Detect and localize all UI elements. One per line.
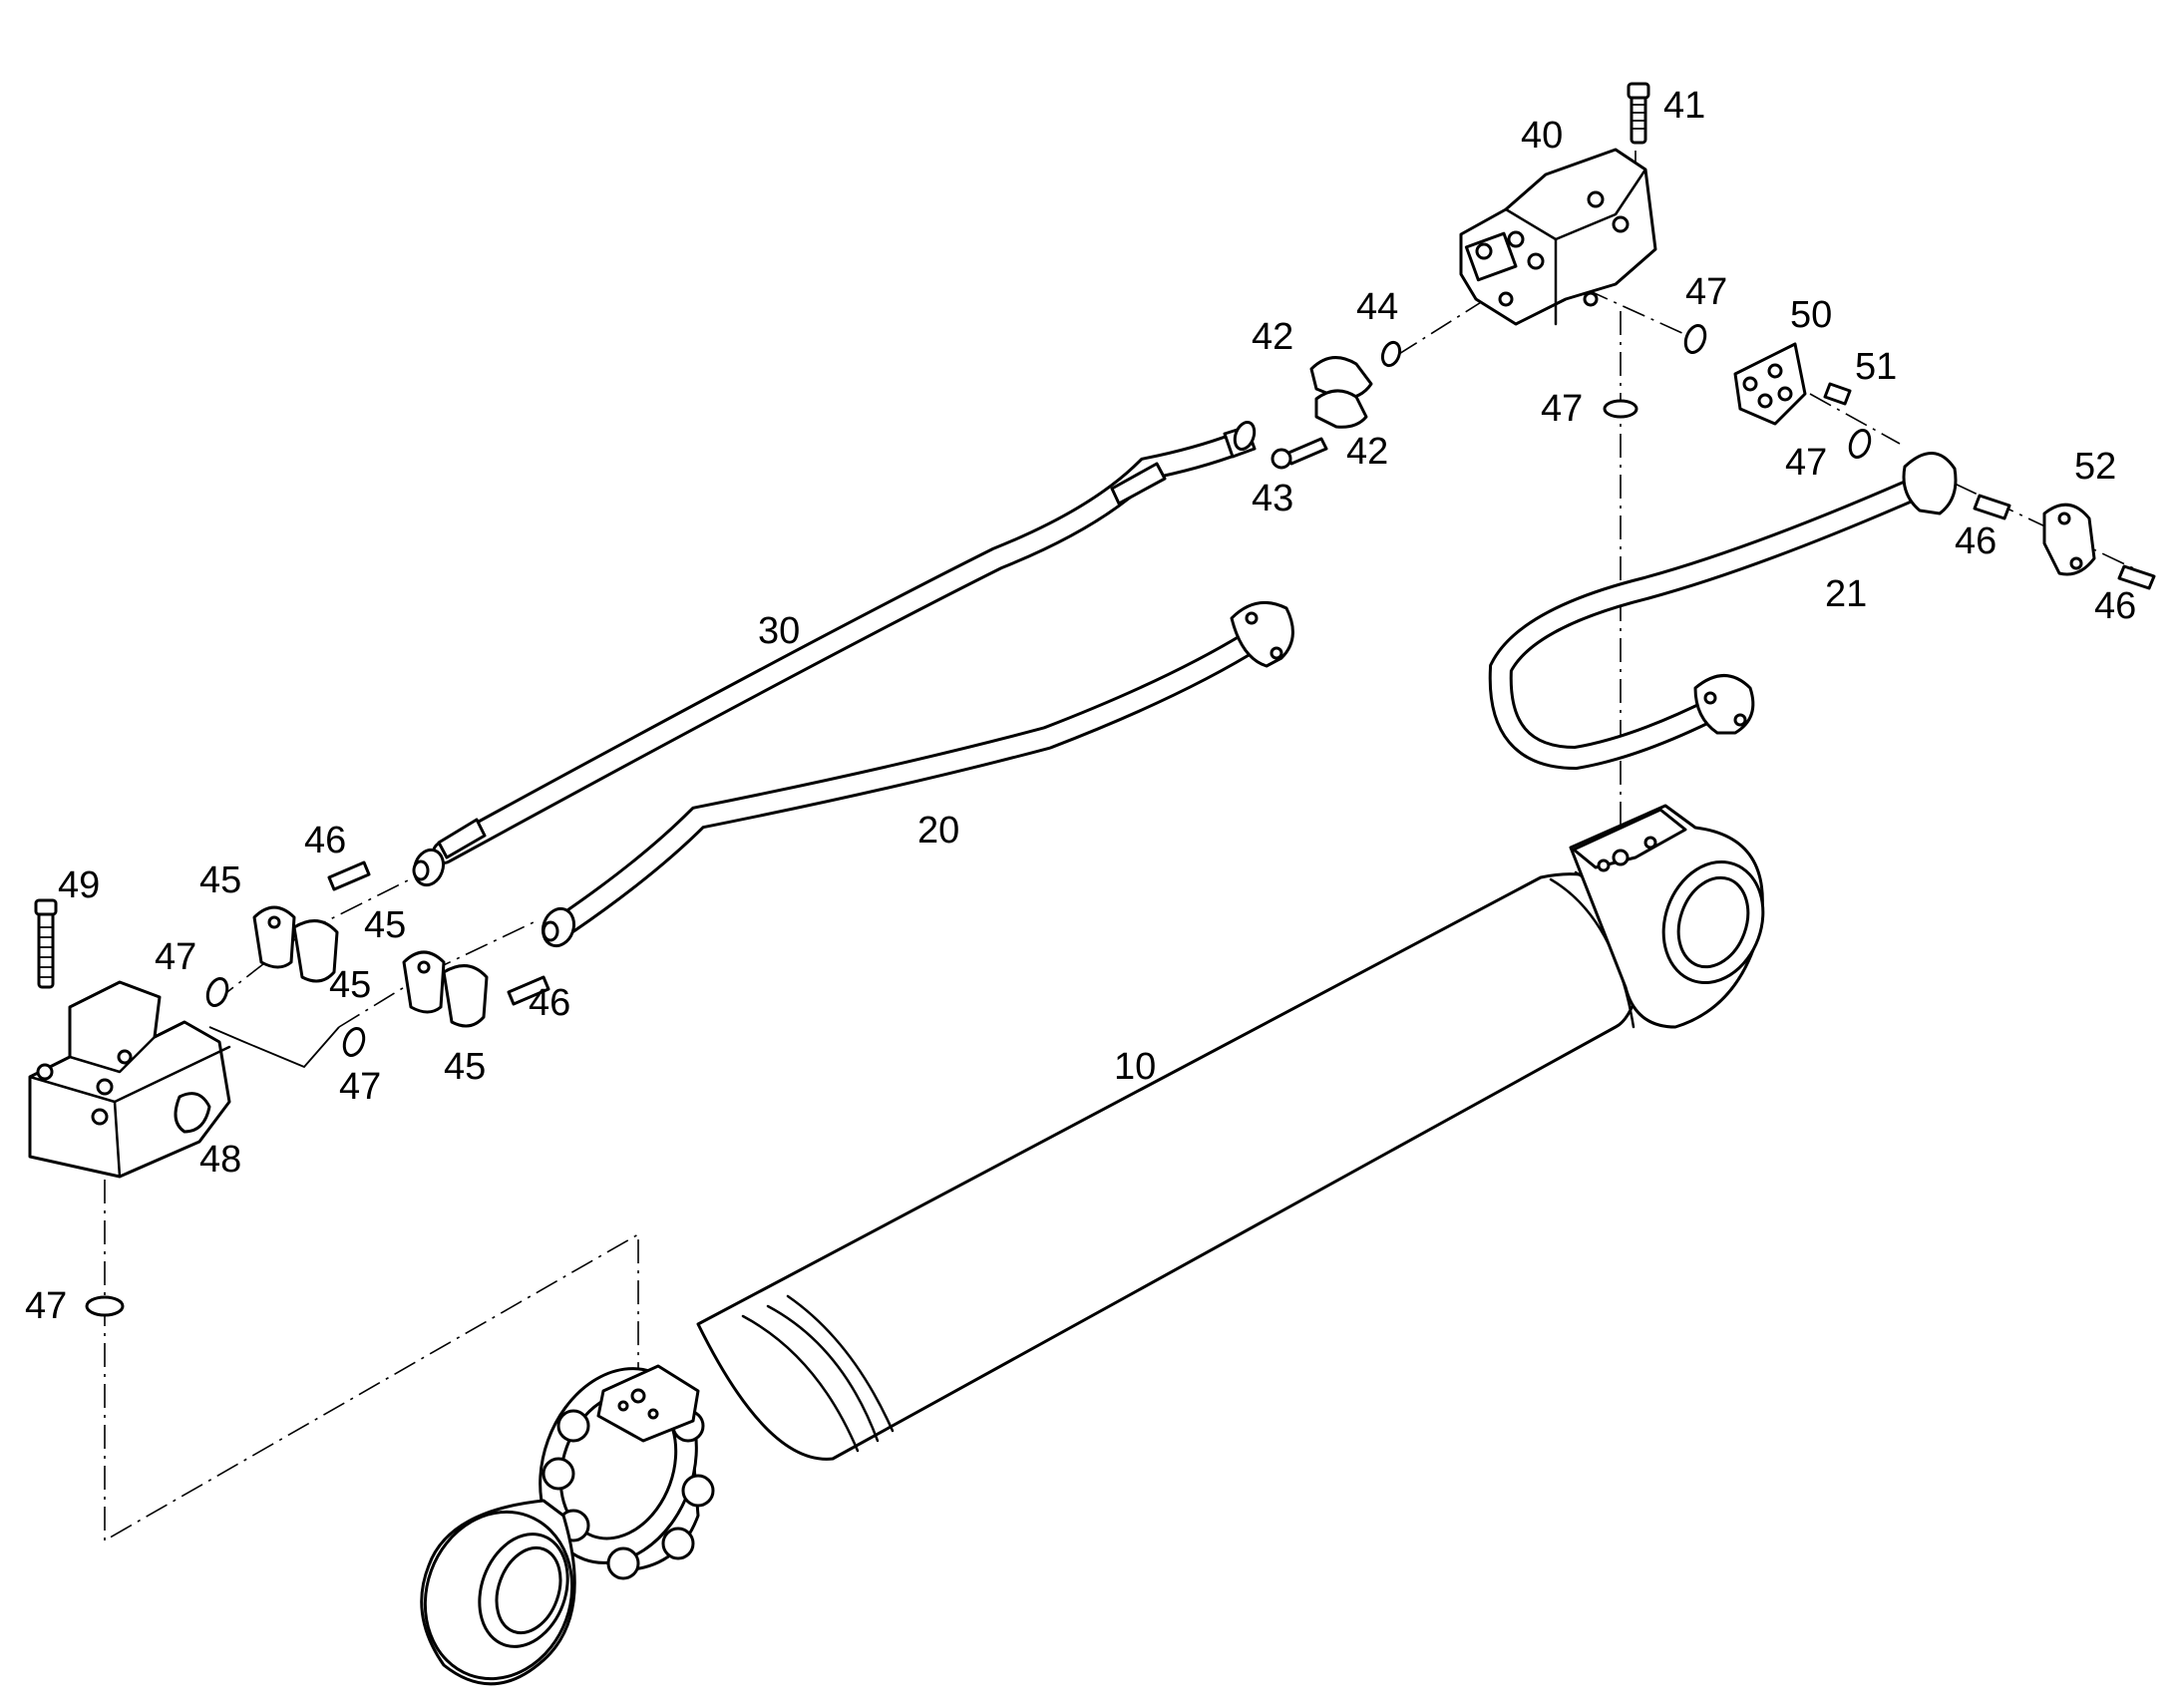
callout-labels: 10 20 21 30 40 41 42 42 43 44 45 45 45 4… [25, 85, 2136, 1327]
callout-43: 43 [1252, 478, 1293, 519]
callout-46-c: 46 [1955, 520, 1997, 562]
callout-50: 50 [1790, 294, 1832, 336]
part-42-flange-halves [1309, 356, 1373, 429]
callout-47-d: 47 [155, 936, 196, 978]
callout-42-top: 42 [1252, 316, 1293, 358]
callout-47-b: 47 [1541, 388, 1583, 430]
callout-44: 44 [1356, 286, 1398, 328]
part-52-flange-half [2042, 503, 2096, 576]
alignment-lines [104, 110, 2145, 1542]
callout-20: 20 [917, 810, 959, 852]
part-50-plate [1733, 342, 1807, 426]
callout-46-d: 46 [2094, 585, 2136, 627]
callout-47-f: 47 [25, 1285, 67, 1327]
callout-10: 10 [1114, 1046, 1156, 1088]
part-41-bolt [1627, 82, 1650, 145]
part-30-hose [412, 420, 1257, 887]
part-21-hose [1488, 452, 1958, 771]
part-44-o-ring [1380, 340, 1402, 368]
callout-40: 40 [1521, 115, 1563, 157]
part-49-bolt [34, 898, 58, 989]
callout-46-a: 46 [304, 820, 346, 861]
callout-46-b: 46 [529, 982, 570, 1024]
callout-21: 21 [1825, 573, 1867, 615]
callout-49: 49 [58, 864, 100, 906]
part-46-screw-left [327, 860, 550, 1006]
callout-48: 48 [199, 1139, 241, 1181]
part-47-o-rings [85, 323, 1872, 1317]
callout-42-bottom: 42 [1346, 431, 1388, 473]
part-20-hose [541, 600, 1294, 948]
callout-41: 41 [1663, 85, 1705, 127]
part-40-valve-block [1459, 148, 1657, 326]
callout-45-c: 45 [329, 964, 371, 1006]
part-46-screw-right [1973, 494, 2156, 590]
callout-47-a: 47 [1685, 271, 1727, 313]
callout-45-d: 45 [444, 1046, 486, 1088]
callout-45-b: 45 [364, 904, 406, 946]
part-45-flange-halves [252, 905, 489, 1028]
callout-47-e: 47 [339, 1066, 381, 1108]
callout-52: 52 [2074, 446, 2116, 488]
callout-47-c: 47 [1785, 442, 1827, 484]
part-51-screw [1823, 382, 1852, 406]
callout-30: 30 [758, 610, 800, 652]
part-10-hydraulic-cylinder [420, 804, 1765, 1686]
part-48-manifold-block [28, 980, 231, 1179]
part-43-screw [1271, 437, 1328, 470]
callout-51: 51 [1855, 346, 1897, 388]
callout-45-a: 45 [199, 859, 241, 901]
